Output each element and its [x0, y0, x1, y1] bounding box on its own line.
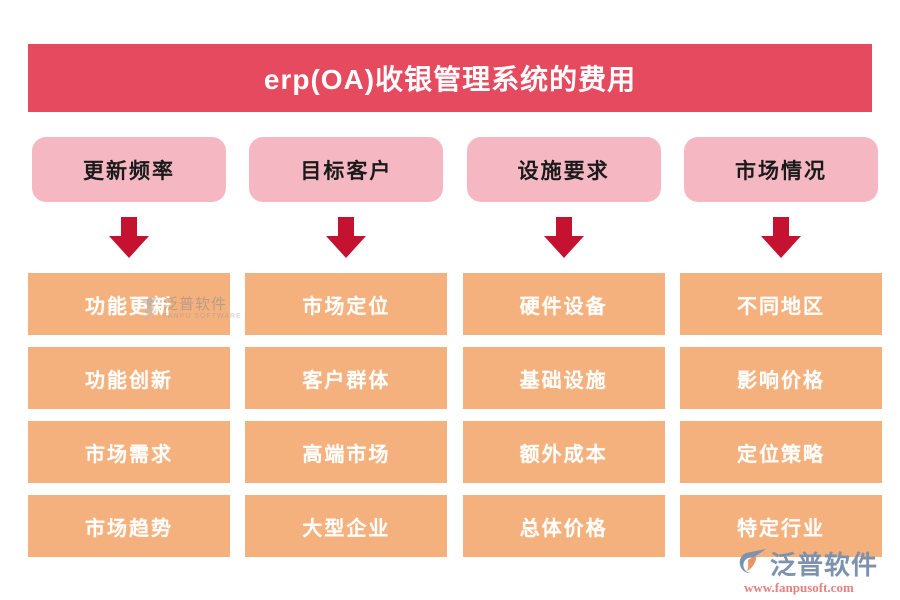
- item-box: 市场趋势: [28, 495, 230, 557]
- title-banner: erp(OA)收银管理系统的费用: [28, 44, 872, 112]
- item-box: 总体价格: [462, 495, 665, 557]
- fanpu-logo: 泛普软件 www.fanpusoft.com: [738, 545, 888, 596]
- column-facility-requirements: 设施要求 硬件设备 基础设施 额外成本 总体价格: [462, 137, 665, 569]
- item-box: 额外成本: [462, 421, 665, 483]
- item-box: 功能创新: [28, 347, 230, 409]
- item-box: 市场需求: [28, 421, 230, 483]
- item-box: 不同地区: [679, 273, 882, 335]
- fanpu-logo-name: 泛普软件: [770, 551, 879, 580]
- item-box: 功能更新: [28, 273, 230, 335]
- down-arrow-icon: [109, 217, 149, 258]
- item-box: 大型企业: [245, 495, 448, 557]
- fanpu-logo-url: www.fanpusoft.com: [744, 580, 854, 595]
- column-market-situation: 市场情况 不同地区 影响价格 定位策略 特定行业: [679, 137, 882, 569]
- page-title: erp(OA)收银管理系统的费用: [263, 64, 637, 95]
- item-box: 高端市场: [245, 421, 448, 483]
- item-box: 市场定位: [245, 273, 448, 335]
- column-update-frequency: 更新频率 功能更新 功能创新 市场需求 市场趋势: [28, 137, 230, 569]
- item-box: 客户群体: [245, 347, 448, 409]
- column-header: 市场情况: [683, 137, 878, 202]
- down-arrow-icon: [326, 217, 367, 258]
- item-box: 特定行业: [679, 495, 882, 557]
- columns-container: 更新频率 功能更新 功能创新 市场需求 市场趋势 目标客户 市场定位 客户群体 …: [28, 137, 882, 569]
- fanpu-logo-icon: [738, 546, 768, 581]
- item-box: 定位策略: [679, 421, 882, 483]
- down-arrow-icon: [760, 217, 801, 258]
- item-box: 基础设施: [462, 347, 665, 409]
- down-arrow-icon: [543, 217, 584, 258]
- item-box: 硬件设备: [462, 273, 665, 335]
- item-box: 影响价格: [679, 347, 882, 409]
- column-header: 目标客户: [249, 137, 444, 202]
- column-header: 设施要求: [466, 137, 661, 202]
- column-header: 更新频率: [32, 137, 226, 202]
- column-target-customers: 目标客户 市场定位 客户群体 高端市场 大型企业: [245, 137, 448, 569]
